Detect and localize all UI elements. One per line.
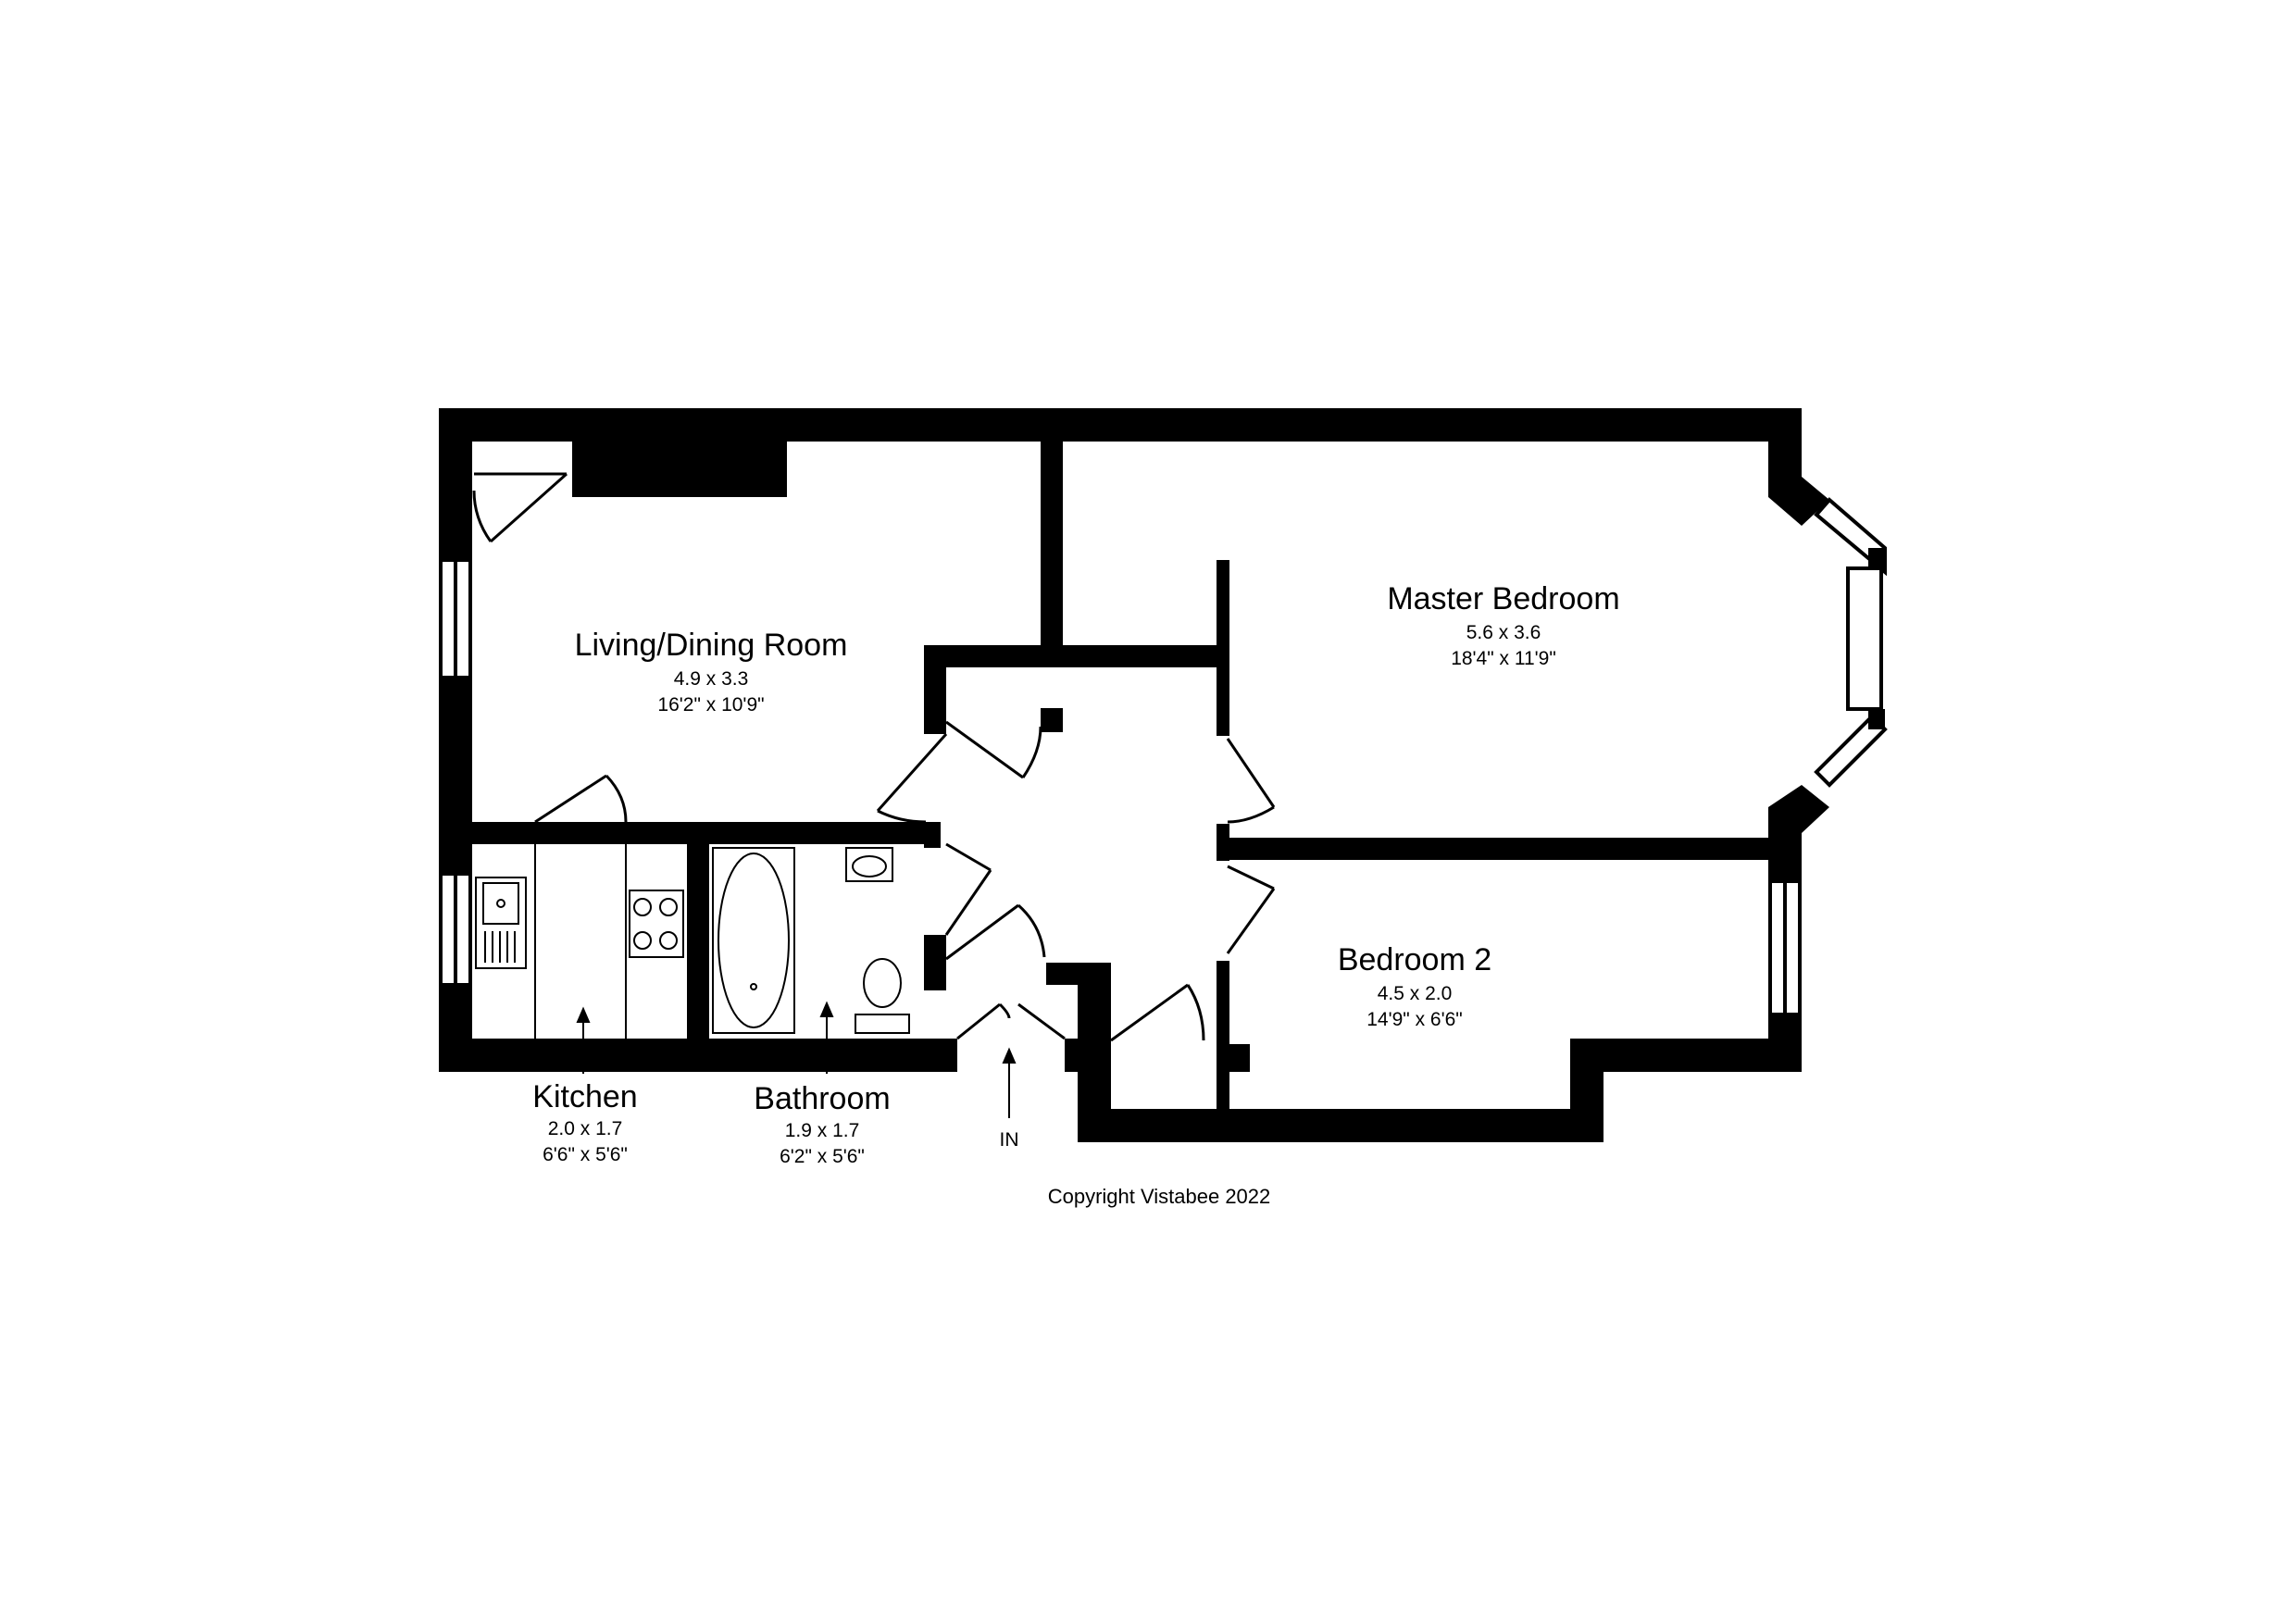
living-room-metric: 4.9 x 3.3 [674,668,749,690]
windows [439,558,1802,1016]
living-room-imperial: 16'2" x 10'9" [657,694,764,716]
bathroom-fixtures [712,847,910,1034]
kitchen-metric: 2.0 x 1.7 [548,1118,623,1139]
bathroom-imperial: 6'2" x 5'6" [780,1146,865,1167]
room-labels: Living/Dining Room 4.9 x 3.3 16'2" x 10'… [532,581,1619,1167]
bedroom2-imperial: 14'9" x 6'6" [1366,1009,1463,1030]
arrows [576,1001,1017,1118]
living-room-name: Living/Dining Room [575,628,848,663]
kitchen-name: Kitchen [532,1079,637,1114]
master-bedroom-metric: 5.6 x 3.6 [1466,622,1541,643]
master-bedroom-imperial: 18'4" x 11'9" [1451,648,1556,669]
bedroom2-name: Bedroom 2 [1338,942,1491,977]
entrance-label: IN [1000,1129,1019,1151]
kitchen-fixtures [475,844,684,1039]
bathroom-metric: 1.9 x 1.7 [785,1120,860,1141]
walls [439,408,1888,1142]
bathroom-name: Bathroom [754,1081,890,1116]
master-bedroom-name: Master Bedroom [1387,581,1619,616]
kitchen-imperial: 6'6" x 5'6" [543,1144,628,1165]
bedroom2-metric: 4.5 x 2.0 [1378,983,1453,1004]
copyright-text: Copyright Vistabee 2022 [1048,1185,1271,1208]
doors [472,472,1276,1042]
